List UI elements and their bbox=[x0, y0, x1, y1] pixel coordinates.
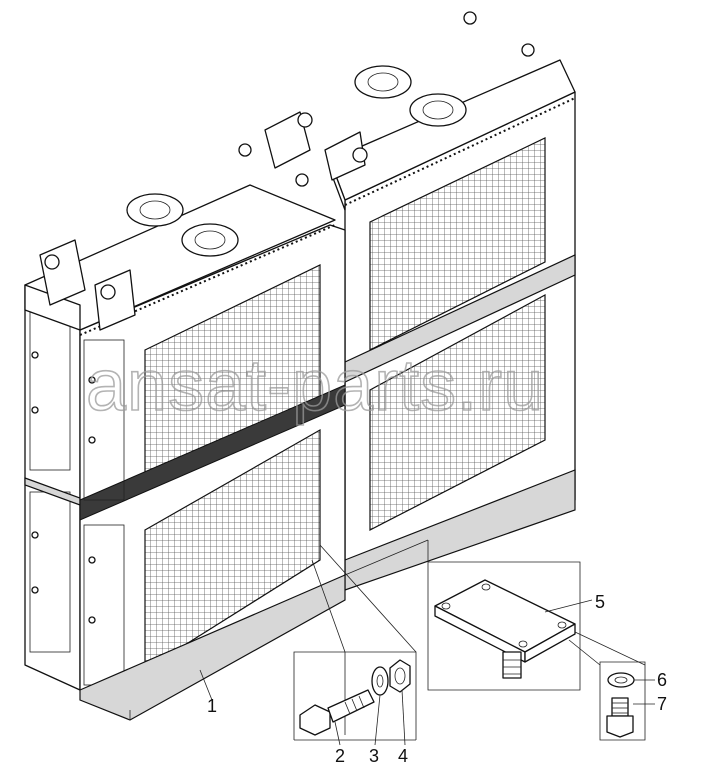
callout-1: 1 bbox=[207, 696, 217, 716]
detail-box-bolt bbox=[568, 631, 646, 741]
lock-washer bbox=[607, 672, 635, 688]
detail-box-plate bbox=[344, 539, 581, 691]
detail-box-fasteners bbox=[293, 544, 417, 741]
radiator-assembly bbox=[24, 11, 576, 721]
mounting-plate bbox=[434, 579, 576, 679]
callout-4: 4 bbox=[398, 746, 408, 766]
mounting-bolt bbox=[606, 697, 634, 738]
callout-5: 5 bbox=[595, 592, 605, 612]
watermark: ansat-parts.ru bbox=[86, 346, 544, 426]
callout-3: 3 bbox=[369, 746, 379, 766]
bolt bbox=[299, 689, 375, 736]
callout-2: 2 bbox=[335, 746, 345, 766]
washer bbox=[371, 666, 389, 696]
callout-7: 7 bbox=[657, 694, 667, 714]
nut bbox=[389, 659, 411, 693]
leader-lines bbox=[199, 599, 655, 746]
callout-6: 6 bbox=[657, 670, 667, 690]
